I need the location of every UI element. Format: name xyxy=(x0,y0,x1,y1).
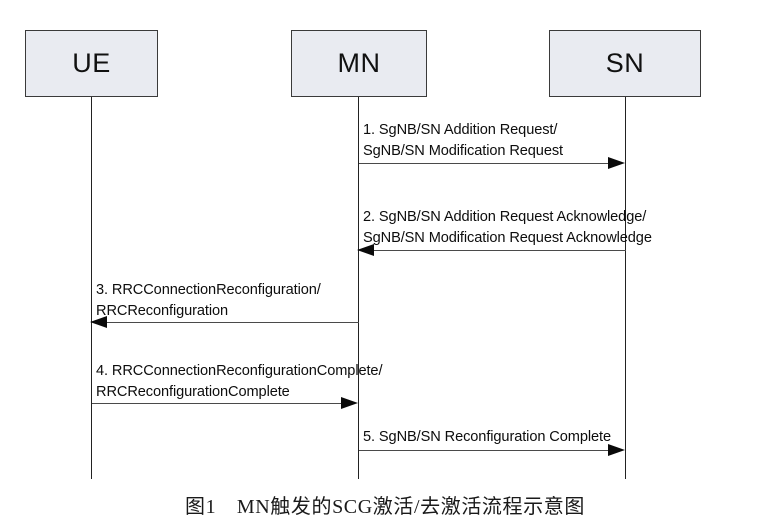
message-1-line-1: 1. SgNB/SN Addition Request/ xyxy=(363,122,558,138)
message-3-arrow-head xyxy=(90,316,107,328)
message-1-line-2: SgNB/SN Modification Request xyxy=(363,142,563,159)
message-4-line-1: 4. RRCConnectionReconfigurationComplete/ xyxy=(96,363,383,379)
actor-box-mn: MN xyxy=(291,30,427,97)
message-1-label: 1. SgNB/SN Addition Request/ SgNB/SN Mod… xyxy=(363,120,563,161)
actor-label-ue: UE xyxy=(72,48,111,78)
lifeline-sn xyxy=(625,97,626,479)
message-4-arrow-line xyxy=(92,403,343,404)
message-3-line-1: 3. RRCConnectionReconfiguration/ xyxy=(96,282,321,298)
actor-box-sn: SN xyxy=(549,30,701,97)
message-2-arrow-head xyxy=(357,244,374,256)
actor-box-ue: UE xyxy=(25,30,158,97)
lifeline-ue xyxy=(91,97,92,479)
message-2-arrow-line xyxy=(373,250,626,251)
message-4-line-2: RRCReconfigurationComplete xyxy=(96,383,290,400)
message-1-arrow-line xyxy=(359,163,610,164)
figure-caption: 图1 MN触发的SCG激活/去激活流程示意图 xyxy=(185,496,585,518)
message-2-label: 2. SgNB/SN Addition Request Acknowledge/… xyxy=(363,207,652,248)
message-5-arrow-line xyxy=(359,450,610,451)
actor-label-mn: MN xyxy=(337,48,381,78)
message-3-label: 3. RRCConnectionReconfiguration/ RRCReco… xyxy=(96,280,321,321)
message-5-line-1: 5. SgNB/SN Reconfiguration Complete xyxy=(363,429,611,445)
message-5-label: 5. SgNB/SN Reconfiguration Complete xyxy=(363,427,611,448)
message-1-arrow-head xyxy=(608,157,625,169)
message-4-label: 4. RRCConnectionReconfigurationComplete/… xyxy=(96,361,383,402)
lifeline-mn xyxy=(358,97,359,479)
message-3-line-2: RRCReconfiguration xyxy=(96,302,229,319)
message-4-arrow-head xyxy=(341,397,358,409)
actor-label-sn: SN xyxy=(605,48,645,78)
message-3-arrow-line xyxy=(106,322,359,323)
message-5-arrow-head xyxy=(608,444,625,456)
message-2-line-2: SgNB/SN Modification Request Acknowledge xyxy=(363,229,652,246)
message-2-line-1: 2. SgNB/SN Addition Request Acknowledge/ xyxy=(363,209,647,225)
